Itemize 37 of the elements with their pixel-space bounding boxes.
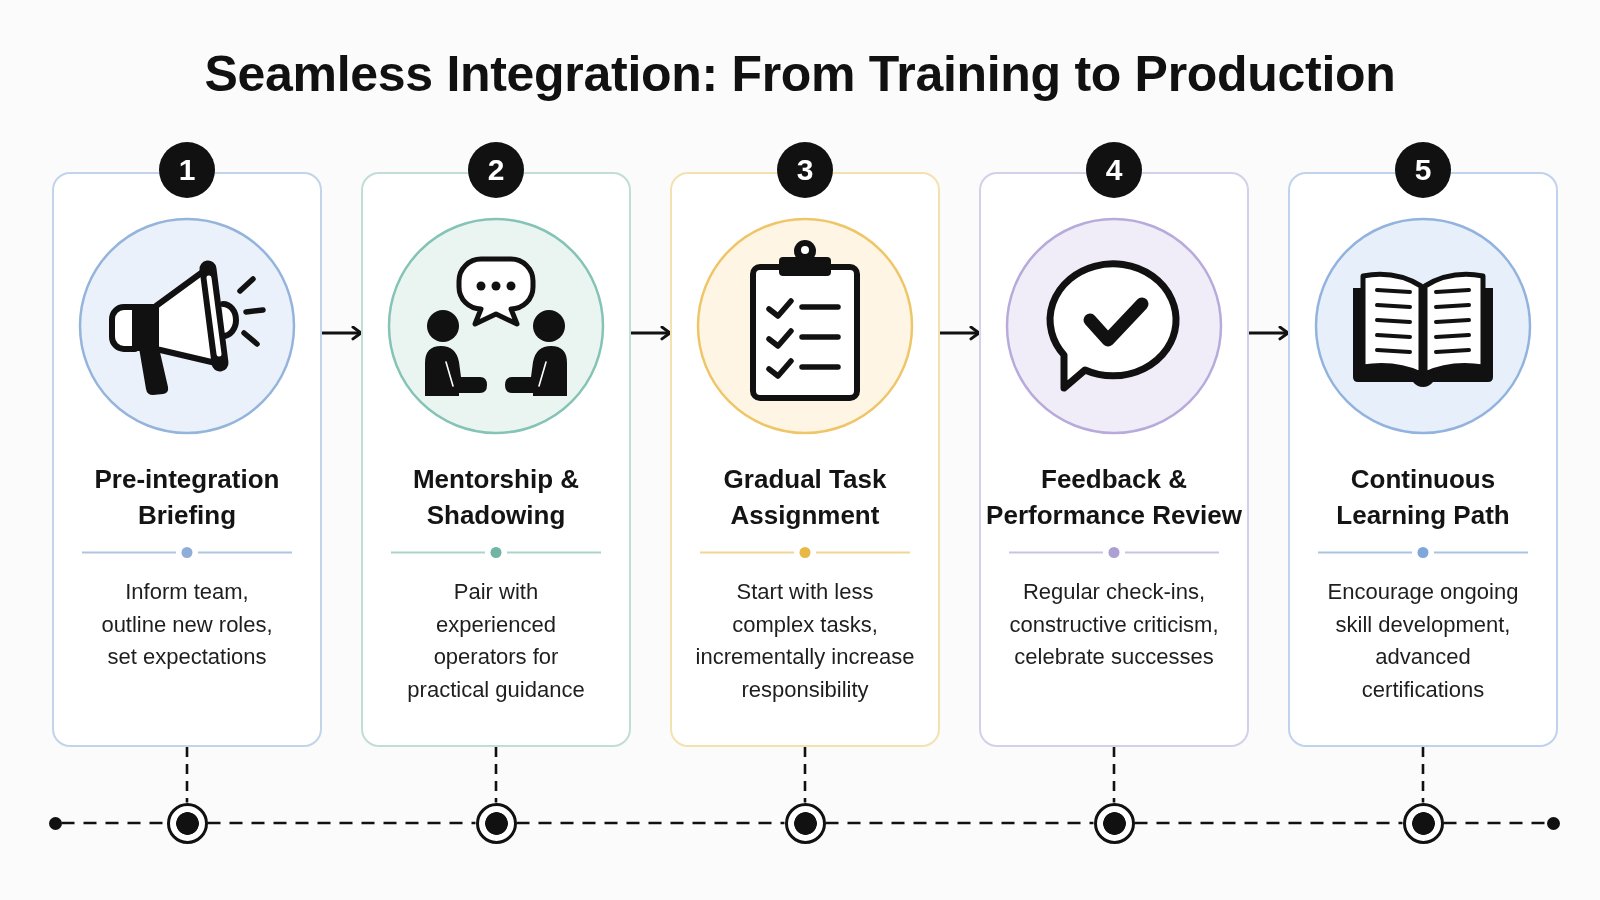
dashed-line	[1134, 821, 1403, 825]
timeline-marker	[784, 802, 826, 844]
title: Seamless Integration: From Training to Production	[204, 45, 1396, 104]
arrow	[322, 325, 363, 341]
arrow	[940, 325, 981, 341]
step-heading: Continuous Learning Path	[1335, 463, 1511, 532]
step-number: 1	[159, 142, 215, 198]
arrow	[631, 325, 672, 341]
step-number: 2	[468, 142, 524, 198]
step-description: Regular check-ins, constructive criticism, celebrate successes	[1008, 578, 1220, 672]
step-heading: Mentorship & Shadowing	[411, 463, 581, 532]
dashed-line	[207, 821, 476, 825]
timeline-marker	[1402, 802, 1444, 844]
step-description: Inform team, outline new roles, set expectations	[100, 578, 274, 672]
step-description: Encourage ongoing skill development, advanced certifications	[1326, 578, 1520, 705]
step-number: 4	[1086, 142, 1142, 198]
dashed-line	[1443, 821, 1547, 825]
timeline-marker	[166, 802, 208, 844]
dashed-line	[825, 821, 1094, 825]
step-number: 3	[777, 142, 833, 198]
timeline-end-dot	[1546, 816, 1560, 830]
dashed-line	[185, 747, 189, 803]
dashed-line	[494, 747, 498, 803]
step-description: Start with less complex tasks, incrementally increase responsibility	[694, 578, 916, 705]
timeline-marker	[475, 802, 517, 844]
arrow	[1249, 325, 1290, 341]
dashed-line	[803, 747, 807, 803]
step-number: 5	[1395, 142, 1451, 198]
step-heading: Pre-integration Briefing	[93, 463, 281, 532]
dashed-line	[1421, 747, 1425, 803]
step-heading: Gradual Task Assignment	[722, 463, 888, 532]
timeline-end-dot	[48, 816, 62, 830]
dashed-line	[1112, 747, 1116, 803]
dashed-line	[516, 821, 785, 825]
step-description: Pair with experienced operators for practical guidance	[406, 578, 586, 705]
step-heading: Feedback & Performance Review	[985, 463, 1243, 532]
timeline-marker	[1093, 802, 1135, 844]
